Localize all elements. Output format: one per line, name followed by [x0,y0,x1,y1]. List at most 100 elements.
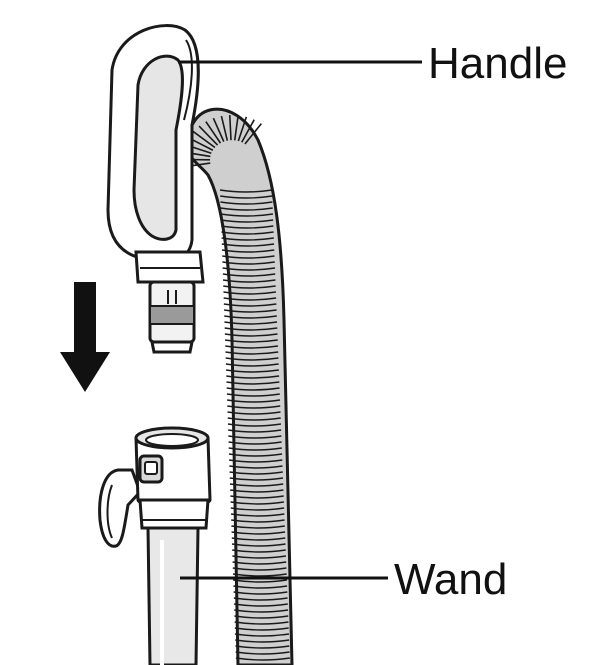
hose-rib [237,116,248,142]
hose-rib [235,657,290,661]
down-arrow-icon [60,282,110,392]
hose-rib [227,405,281,409]
hose-rib [231,519,285,523]
hose-rib [223,285,276,289]
hose-rib [231,543,286,547]
hose-rib [233,115,239,141]
hose-rib [230,495,284,499]
hose-rib [232,567,287,571]
hose-rib [223,303,277,307]
hose [181,107,294,665]
hose-rib [198,125,219,146]
hose-rib [221,225,274,229]
hose-rib [229,459,283,463]
hose-rib [234,633,290,637]
hose-rib [230,513,285,517]
hose-rib [223,309,277,313]
hose-rib [219,189,273,193]
hose-rib [221,231,274,235]
hose-rib [235,639,290,643]
hose-rib [225,363,279,367]
hose-rib [222,273,276,277]
hose-rib [221,249,275,253]
hose-rib [227,411,281,415]
hose-rib [223,291,276,295]
hose-rib [220,219,274,223]
hose-rib [225,369,279,373]
handle-part [106,24,205,354]
handle-grip-accent [183,39,193,121]
hose-rib [226,381,280,385]
hose-rib [227,399,281,403]
hose-rib [222,267,276,271]
hose-rib [244,123,263,145]
hose-rib [227,423,282,427]
hose-rib [224,339,278,343]
hose-rib [224,315,277,319]
hose-rib [229,483,284,487]
hose-rib [234,615,289,619]
hose-rib [233,591,288,595]
hose-rib [233,603,288,607]
wand-lower-collar [138,498,210,530]
hose-rib [229,471,283,475]
hose-rib [235,651,290,655]
hose-rib [220,207,273,211]
hose-rib [228,435,282,439]
hose-rib [232,549,286,553]
hose-rib [226,393,280,397]
hose-rib [222,279,276,283]
wand-release-button-face [144,461,158,475]
hose-rib [234,609,289,613]
hose-rib [229,477,284,481]
hose-rib [205,121,222,144]
hose-rib [231,537,286,541]
hose-body [186,107,294,665]
wand-part [98,426,212,665]
hose-rib [235,645,290,649]
hose-rib [233,597,288,601]
hose-rib [234,627,289,631]
hose-rib [220,115,229,141]
hose-rib [223,297,277,301]
handle-connector-band [149,305,195,325]
hose-rib [230,507,285,511]
wand-tube [146,526,200,665]
hose-rib [232,573,287,577]
hose-rib [222,261,275,265]
handle-connector-tip [150,340,194,354]
hose-rib [224,327,278,331]
hose-rib [220,213,274,217]
hose-rib [225,345,279,349]
hose-rib [232,561,287,565]
wand-latch-clip-inner [106,484,113,539]
hose-rib [224,321,278,325]
hose-rib [230,489,284,493]
hose-rib [228,453,283,457]
handle-label: Handle [428,39,567,88]
hose-rib [229,465,283,469]
hose-rib [234,621,289,625]
hose-rib [241,119,255,143]
hose-rib [226,387,280,391]
hose-rib [228,441,282,445]
hose-rib [220,195,273,199]
wand-latch-clip [98,468,142,548]
hose-rib [228,115,232,141]
hose-rib [226,375,280,379]
hose-rib [192,130,216,149]
wand-coupling-mouth-inner [145,433,199,447]
hose-rib [233,585,288,589]
hose-rib [221,243,275,247]
hose-rib [228,429,282,433]
hose-rib [224,333,278,337]
hose-rib [221,237,274,241]
handle-grip-opening [132,54,184,241]
hose-rib [231,525,285,529]
hose-rib [212,117,225,142]
hose-rib [233,579,287,583]
hose-rib [227,417,281,421]
hose-rib [232,555,287,559]
hose-rib [222,255,275,259]
